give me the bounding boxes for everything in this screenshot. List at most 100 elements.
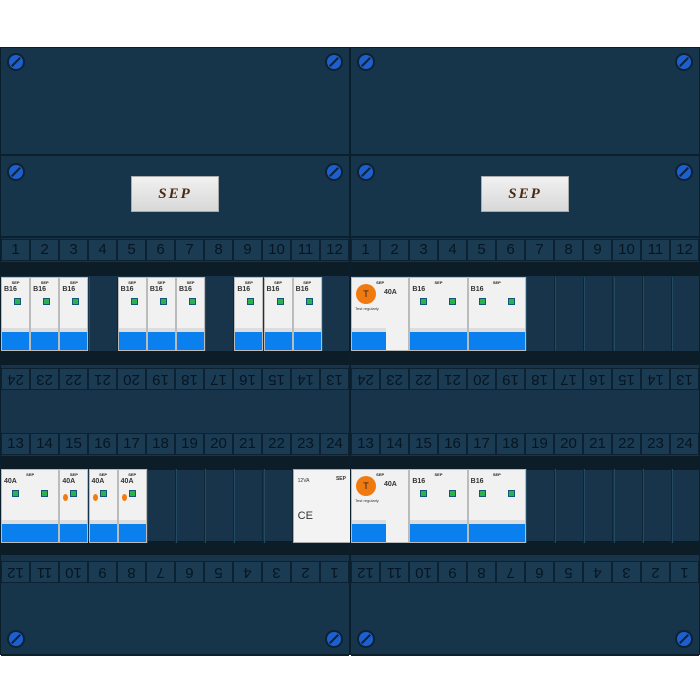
circuit-number: 16 [583, 368, 612, 390]
toggle-lever[interactable] [410, 328, 467, 350]
toggle-lever[interactable] [89, 520, 117, 542]
status-led [159, 298, 167, 305]
toggle-lever[interactable] [60, 328, 88, 350]
circuit-number: 21 [88, 368, 117, 390]
screw-icon [7, 53, 25, 71]
circuit-number: 21 [583, 433, 612, 455]
toggle-lever[interactable] [468, 328, 525, 350]
circuit-number: 9 [233, 239, 262, 261]
rcd-rating: 40A [384, 289, 397, 296]
sep-logo: SEP [481, 176, 569, 212]
circuit-number: 5 [117, 239, 146, 261]
circuit-number: 12 [320, 239, 349, 261]
screw-icon [357, 630, 375, 648]
toggle-lever[interactable] [147, 328, 175, 350]
empty-slot [584, 469, 614, 543]
logo-cover: SEP [1, 158, 349, 238]
mcb-rating: B16 [179, 286, 192, 293]
empty-slot [671, 277, 700, 351]
circuit-number: 13 [670, 368, 699, 390]
bottom-cover [351, 583, 699, 656]
empty-slot [205, 469, 235, 543]
toggle-lever[interactable] [2, 520, 59, 542]
circuit-number: 2 [30, 239, 59, 261]
circuit-number: 16 [88, 433, 117, 455]
circuit-number: 15 [612, 368, 641, 390]
toggle-lever[interactable] [118, 328, 146, 350]
circuit-number: 2 [291, 561, 320, 583]
status-led [189, 298, 196, 305]
status-led [12, 490, 19, 497]
circuit-number: 6 [146, 239, 175, 261]
screw-icon [7, 163, 25, 181]
bottom-cover [1, 583, 349, 656]
circuit-number: 13 [1, 433, 30, 455]
circuit-number: 4 [583, 561, 612, 583]
toggle-lever[interactable] [2, 328, 30, 350]
circuit-number: 1 [1, 239, 30, 261]
toggle-lever[interactable] [31, 328, 59, 350]
status-led [14, 298, 21, 305]
toggle-lever[interactable] [352, 520, 386, 542]
brand-label: SEP [434, 472, 443, 477]
status-led [420, 490, 428, 497]
empty-slot [642, 277, 672, 351]
toggle-lever[interactable] [60, 520, 88, 542]
circuit-number: 18 [175, 368, 204, 390]
toggle-lever[interactable] [235, 328, 263, 350]
circuit-number: 6 [525, 561, 554, 583]
toggle-lever[interactable] [293, 328, 321, 350]
circuit-number: 2 [641, 561, 670, 583]
transformer-rating: 12VA [297, 478, 310, 484]
brand-label: SEP [376, 280, 385, 285]
toggle-lever[interactable] [410, 520, 467, 542]
rcd-rating: 40A [384, 481, 397, 488]
circuit-number: 9 [438, 561, 467, 583]
mcb-rating: B16 [33, 286, 46, 293]
circuit-number: 10 [612, 239, 641, 261]
circuit-number: 11 [641, 239, 670, 261]
toggle-lever[interactable] [177, 328, 205, 350]
toggle-lever[interactable] [468, 520, 525, 542]
circuit-number: 22 [59, 368, 88, 390]
mcb-rating: B16 [149, 286, 163, 293]
circuit-number: 10 [262, 239, 291, 261]
brand-label: SEP [128, 472, 137, 477]
brand-label: SEP [434, 280, 443, 285]
brand-label: SEP [99, 472, 108, 477]
brand-label: SEP [157, 280, 166, 285]
test-button[interactable]: T [356, 476, 376, 496]
toggle-lever[interactable] [118, 520, 146, 542]
empty-slot [671, 469, 700, 543]
toggle-lever[interactable] [352, 328, 386, 350]
circuit-number: 23 [30, 368, 59, 390]
toggle-lever[interactable] [264, 328, 292, 350]
test-button[interactable]: T [356, 284, 376, 304]
circuit-number: 14 [641, 368, 670, 390]
main-rating: 40A [4, 478, 17, 485]
circuit-number: 8 [554, 239, 583, 261]
circuit-number: 23 [291, 433, 320, 455]
